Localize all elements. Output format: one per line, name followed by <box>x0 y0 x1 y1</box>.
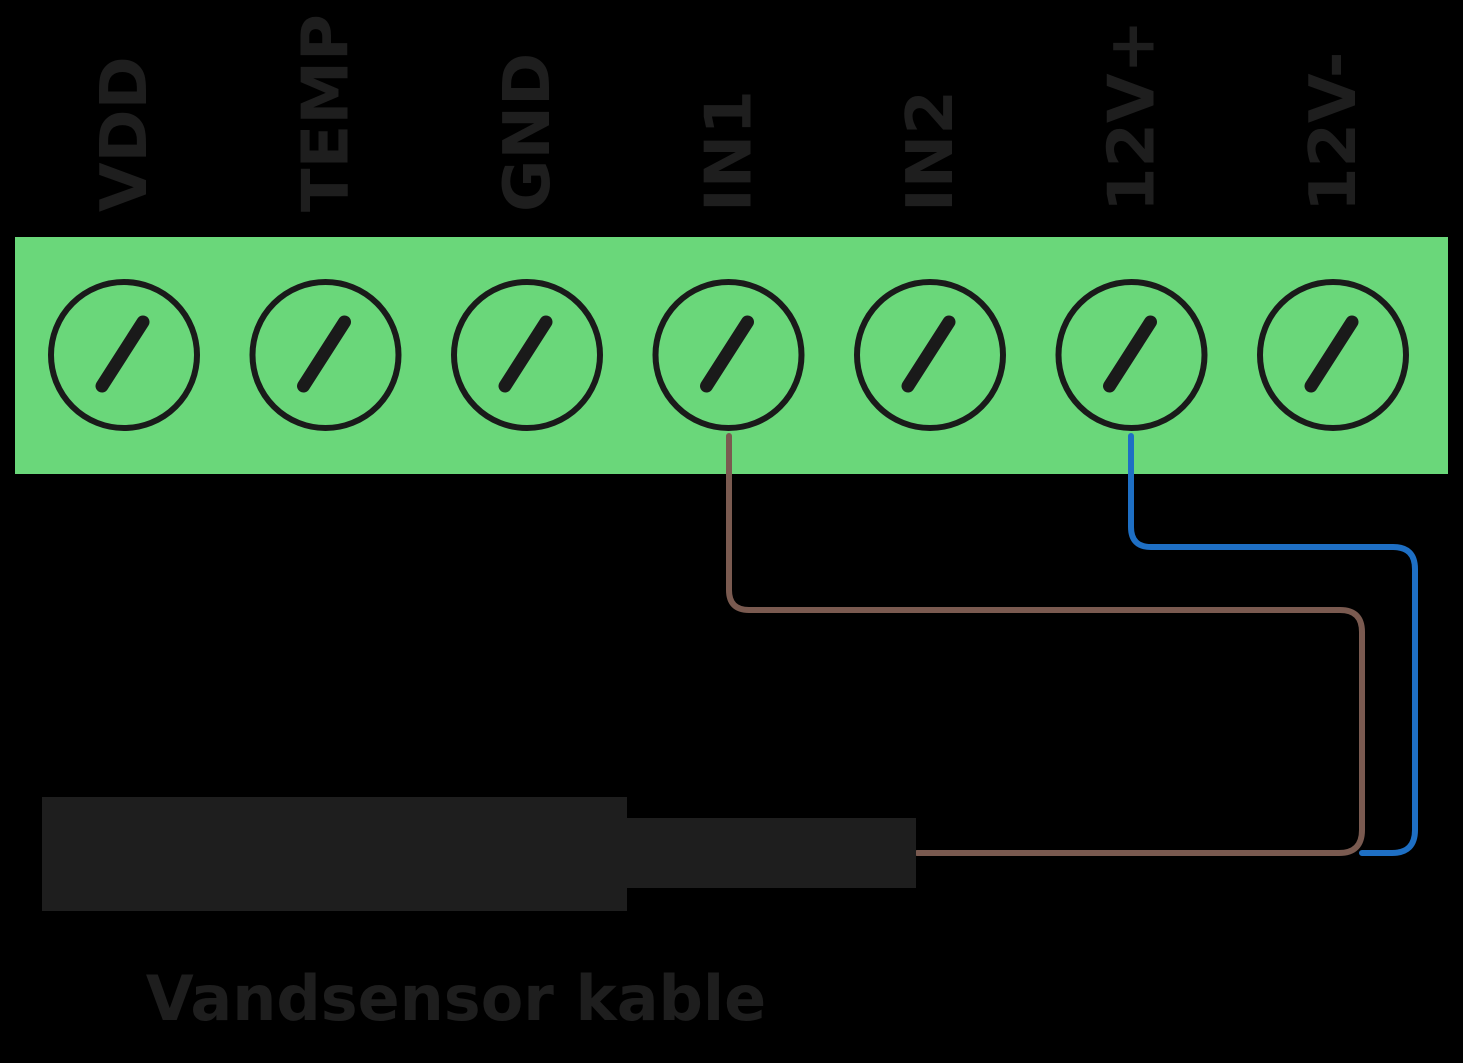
sensor-cable-body <box>42 797 627 911</box>
screw-slot <box>498 315 553 393</box>
brown-wire <box>726 433 1365 856</box>
screw-terminal-in1 <box>652 279 805 431</box>
terminal-label-temp: TEMP <box>290 14 364 212</box>
terminal-labels: VDD TEMP GND IN1 IN2 12V+ 12V- <box>88 14 1371 212</box>
screw-terminals <box>48 279 1409 431</box>
screw-slot <box>1304 315 1359 393</box>
sensor-cable-lead <box>620 818 916 888</box>
terminal-label-in2: IN2 <box>894 90 968 212</box>
blue-wire <box>1128 433 1418 856</box>
screw-terminal-temp <box>249 279 402 431</box>
screw-slot <box>700 315 754 393</box>
terminal-label-in1: IN1 <box>693 90 767 212</box>
screw-slot <box>1103 315 1157 393</box>
screw-slot <box>901 315 956 393</box>
screw-slot <box>297 315 351 393</box>
screw-head <box>652 279 805 431</box>
screw-terminal-12v-plus <box>1055 279 1208 431</box>
screw-head <box>1257 279 1409 431</box>
screw-head <box>854 279 1006 431</box>
terminal-label-vdd: VDD <box>88 56 162 212</box>
terminal-label-gnd: GND <box>491 53 565 212</box>
screw-terminal-12v-minus <box>1257 279 1409 431</box>
terminal-label-12v-minus: 12V- <box>1297 52 1371 213</box>
screw-head <box>451 279 603 431</box>
screw-terminal-vdd <box>48 279 200 431</box>
cable-caption: Vandsensor kable <box>146 962 766 1035</box>
screw-terminal-in2 <box>854 279 1006 431</box>
screw-head <box>1055 279 1208 431</box>
screw-head <box>249 279 402 431</box>
terminal-label-12v-plus: 12V+ <box>1096 20 1170 212</box>
screw-slot <box>95 315 150 393</box>
screw-head <box>48 279 200 431</box>
screw-terminal-gnd <box>451 279 603 431</box>
